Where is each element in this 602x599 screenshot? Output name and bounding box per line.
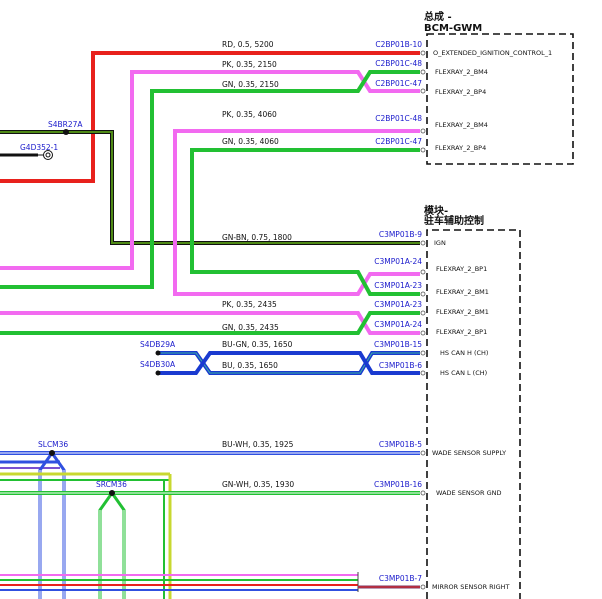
pin-name-w10: FLEXRAY_2_BP1 [436,328,487,336]
pin-terminal-icon [420,69,426,75]
pin-terminal-icon [420,350,426,356]
pin-terminal-icon [420,370,426,376]
splice-dot-srcm36 [109,490,115,496]
connector-w2: C2BP01C-48 [375,59,422,68]
pin-name-w3: FLEXRAY_2_BP4 [435,88,486,96]
wire-spec-w13: BU-WH, 0.35, 1925 [222,440,294,449]
splice-dot-s4db30a [155,370,161,376]
connector-w7: C3MP01A-24 [374,257,422,266]
wire-spec-w2: PK, 0.35, 2150 [222,60,277,69]
connector-w13: C3MP01B-5 [379,440,422,449]
wire-spec-w3: GN, 0.35, 2150 [222,80,279,89]
wire-pair-2150 [0,70,420,289]
connector-w8: C3MP01A-23 [374,281,422,290]
pin-name-w15: MIRROR SENSOR RIGHT [432,583,510,591]
wire-red-5200 [0,51,420,183]
connector-w9: C3MP01A-23 [374,300,422,309]
connector-labels: C2BP01B-10 C2BP01C-48 C2BP01C-47 C2BP01C… [374,40,422,583]
wire-spec-w6: GN-BN, 0.75, 1800 [222,233,292,242]
wire-pair-can-1650: S4DB29A S4DB30A [140,340,420,376]
connector-w6: C3MP01B-9 [379,230,422,239]
pin-name-w14: WADE SENSOR GND [436,489,502,497]
splice-label-g4d352: G4D352-1 [20,143,58,152]
splice-label-s4br27a: S4BR27A [48,120,83,129]
pin-terminal-icon [420,450,426,456]
pin-name-w2: FLEXRAY_2_BM4 [435,68,488,76]
wire-spec-w4: PK, 0.35, 4060 [222,110,277,119]
pin-name-w11: HS CAN H (CH) [440,349,488,357]
park-module-title-line1: 模块- [424,204,448,217]
connector-w4: C2BP01C-48 [375,114,422,123]
bcm-module-box [426,33,574,165]
wire-gn-bn-1800: S4BR27A [0,120,420,245]
park-module-title-line2: 驻车辅助控制 [424,214,484,227]
pin-name-w1: O_EXTENDED_IGNITION_CONTROL_1 [433,49,552,57]
bcm-module-title-line2: BCM-GWM [424,23,482,34]
pin-name-w8: FLEXRAY_2_BM1 [436,288,489,296]
connector-w3: C2BP01C-47 [375,79,422,88]
splice-dot-slcm36 [49,450,55,456]
wire-spec-w1: RD, 0.5, 5200 [222,40,274,49]
pin-name-w6: IGN [434,239,446,247]
pin-name-w5: FLEXRAY_2_BP4 [435,144,486,152]
bcm-module-title-line1: 总成 - [424,10,452,23]
pin-terminal-icon [420,584,426,590]
connector-w15: C3MP01B-7 [379,574,422,583]
pin-name-w9: FLEXRAY_2_BM1 [436,308,489,316]
pin-terminal-icon [420,50,426,56]
bcm-gwm-module: 总成 - BCM-GWM [424,10,574,165]
wire-spec-w12: BU, 0.35, 1650 [222,361,278,370]
park-module-box [426,229,521,599]
left-stubs: G4D352-1 [0,143,58,160]
pin-terminal-icon [420,128,426,134]
wire-pair-2435 [0,311,420,335]
pin-terminal-icon [420,240,426,246]
wire-spec-w10: GN, 0.35, 2435 [222,323,279,332]
wire-spec-w9: PK, 0.35, 2435 [222,300,277,309]
pin-terminal-icon [420,490,426,496]
splice-label-s4db29a: S4DB29A [140,340,176,349]
splice-label-slcm36: SLCM36 [38,440,68,449]
splice-label-s4db30a: S4DB30A [140,360,176,369]
pin-terminal-icon [420,310,426,316]
wire-spec-w5: GN, 0.35, 4060 [222,137,279,146]
pin-terminal-icon [420,330,426,336]
pin-name-w7: FLEXRAY_2_BP1 [436,265,487,273]
connector-w12: C3MP01B-6 [379,361,422,370]
pin-terminals [420,50,426,590]
connector-w14: C3MP01B-16 [374,480,422,489]
connector-w11: C3MP01B-15 [374,340,422,349]
splice-label-srcm36: SRCM36 [96,480,127,489]
pin-names: O_EXTENDED_IGNITION_CONTROL_1 FLEXRAY_2_… [432,49,552,591]
wire-pair-4060 [173,129,420,296]
pin-terminal-icon [420,147,426,153]
pin-name-w12: HS CAN L (CH) [440,369,487,377]
connector-w5: C2BP01C-47 [375,137,422,146]
pin-terminal-icon [420,291,426,297]
splice-dot-s4br27a [63,129,69,135]
pin-terminal-icon [420,88,426,94]
wire-spec-labels: RD, 0.5, 5200 PK, 0.35, 2150 GN, 0.35, 2… [222,40,294,489]
parking-aid-module: 模块- 驻车辅助控制 [424,204,521,599]
connector-w1: C2BP01B-10 [375,40,422,49]
connector-w10: C3MP01A-24 [374,320,422,329]
wire-bundle-srcm36: SRCM36 [0,472,420,599]
pin-terminal-icon [420,269,426,275]
splice-dot-s4db29a [155,350,161,356]
pin-name-w13: WADE SENSOR SUPPLY [432,449,506,457]
wire-mirror-sensor [0,572,420,592]
wire-spec-w14: GN-WH, 0.35, 1930 [222,480,294,489]
pin-name-w4: FLEXRAY_2_BM4 [435,121,488,129]
wire-spec-w11: BU-GN, 0.35, 1650 [222,340,293,349]
